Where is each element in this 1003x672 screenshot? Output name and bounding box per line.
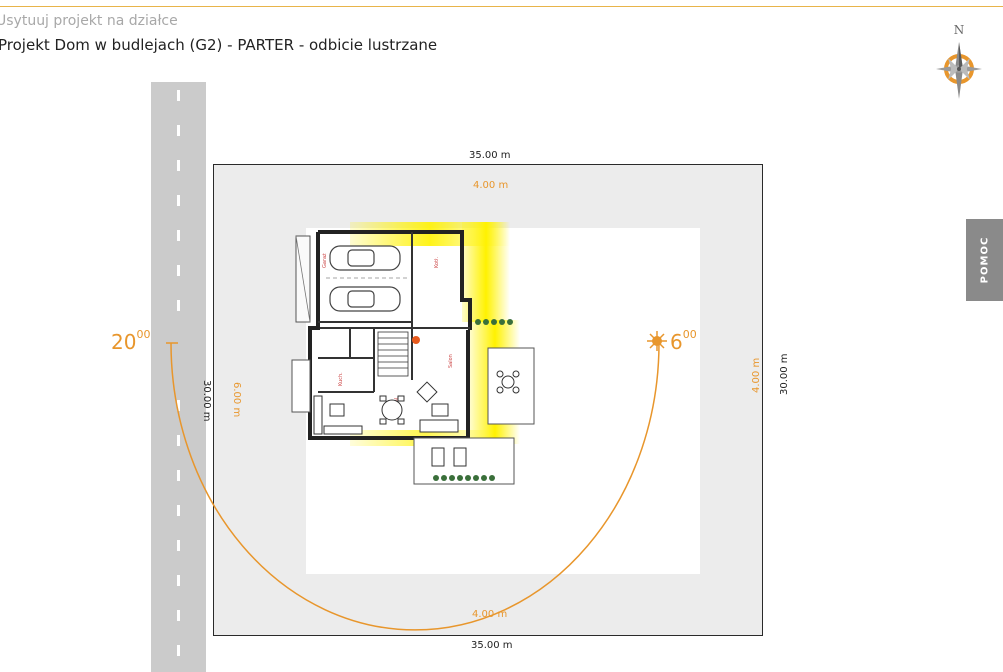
sun-path-arc: [170, 342, 660, 631]
road-lane-mark: [177, 610, 180, 621]
page-subtitle: Usytuuj projekt na działce: [0, 13, 178, 29]
svg-text:Kotł.: Kotł.: [434, 257, 440, 268]
road-lane-mark: [177, 195, 180, 206]
header-divider: [0, 6, 1003, 7]
road-lane-mark: [177, 470, 180, 481]
compass-north-label: N: [954, 23, 965, 37]
compass-icon: N: [936, 23, 982, 99]
road-lane-mark: [177, 125, 180, 136]
road-lane-mark: [177, 265, 180, 276]
svg-text:Salon: Salon: [448, 354, 454, 368]
road-lane-mark: [177, 435, 180, 446]
entrance-marker: [412, 336, 420, 344]
svg-text:Garaż: Garaż: [322, 253, 328, 268]
road: [151, 82, 206, 672]
setback-bottom-label: 4.00 m: [472, 609, 508, 620]
sunrise-time-label: 600: [670, 328, 697, 354]
plot-width-bottom-label: 35.00 m: [471, 640, 513, 651]
road-lane-mark: [177, 160, 180, 171]
road-lane-mark: [177, 300, 180, 311]
road-lane-mark: [177, 230, 180, 241]
road-lane-mark: [177, 575, 180, 586]
plot-width-top-label: 35.00 m: [469, 150, 511, 161]
road-lane-mark: [177, 90, 180, 101]
car-icon: [329, 245, 401, 312]
road-lane-mark: [177, 540, 180, 551]
sunset-time-label: 2000: [111, 328, 151, 354]
road-lane-mark: [177, 400, 180, 411]
compass[interactable]: N: [930, 22, 990, 102]
sun-icon: [647, 331, 667, 351]
svg-text:Kuch.: Kuch.: [338, 372, 344, 386]
page-title: Projekt Dom w budlejach (G2) - PARTER - …: [0, 36, 438, 54]
road-lane-mark: [177, 645, 180, 656]
setback-top-label: 4.00 m: [473, 180, 509, 191]
road-lane-mark: [177, 505, 180, 516]
help-tab[interactable]: POMOC: [966, 219, 1003, 301]
